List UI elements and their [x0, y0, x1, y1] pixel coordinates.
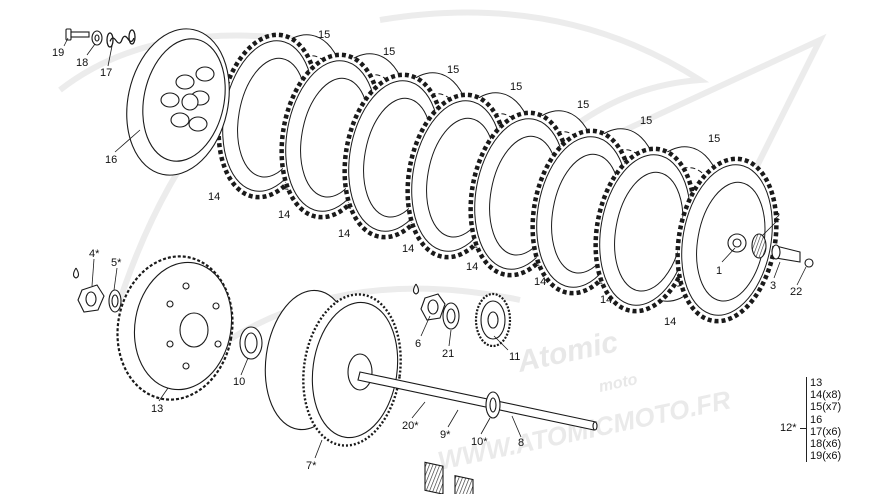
callout-15: 15 [383, 46, 395, 58]
nut-gear-6-21-11 [412, 283, 512, 348]
kit-item: 13 [810, 377, 823, 389]
callout-16: 16 [105, 154, 117, 166]
callout-4: 4* [89, 248, 100, 260]
callout-14: 14 [208, 191, 220, 203]
watermark-brand: Atomic [514, 325, 622, 379]
shaft-8 [357, 371, 598, 431]
ring-10 [239, 326, 263, 360]
kit-item: 16 [810, 413, 823, 426]
callout-9: 9* [440, 429, 451, 441]
nut-washer-4-5 [72, 267, 122, 313]
leader-lines [63, 37, 807, 459]
callout-21: 21 [442, 348, 454, 360]
callout-22: 22 [790, 286, 802, 298]
callout-14: 14 [466, 261, 478, 273]
callout-15: 15 [318, 29, 330, 41]
callout-1: 1 [716, 265, 722, 277]
callout-20: 20* [402, 420, 419, 432]
callout-11: 11 [509, 351, 520, 363]
watermark-sub: moto [597, 371, 639, 396]
callout-15: 15 [510, 81, 522, 93]
needle-bearings [424, 461, 474, 494]
callout-13: 13 [151, 403, 163, 415]
clutch-plate-stack [216, 32, 779, 324]
callout-14: 14 [338, 228, 350, 240]
callout-6: 6 [415, 338, 421, 350]
kit-list: 13 14(x8) 15(x7) 16 17(x6) 18(x6) 19(x6) [806, 377, 886, 463]
callout-labels: 19 18 17 16 1 2 3 22 4* 5* 13 10 6 21 11… [52, 47, 802, 472]
cup-18 [91, 30, 103, 46]
clutch-basket-7 [264, 289, 402, 447]
pressure-plate-16 [126, 28, 230, 176]
callout-5: 5* [111, 257, 122, 269]
callout-14: 14 [402, 243, 414, 255]
kit-item: 14(x8) [810, 389, 842, 402]
callout-15: 15 [447, 64, 459, 76]
callout-15: 15 [640, 115, 652, 127]
callout-14: 14 [534, 276, 546, 288]
kit-contents-box: 12* 13 14(x8) 15(x7) 16 17(x6) 18(x6) 19… [780, 377, 886, 463]
bolt-19 [65, 28, 90, 41]
callout-14: 14 [278, 209, 290, 221]
kit-item: 18(x6) [810, 438, 842, 451]
callout-8: 8 [518, 437, 524, 449]
push-rod-parts [727, 233, 814, 268]
kit-item: 17(x6) [810, 425, 842, 438]
plate-callouts: 14 14 14 14 14 14 14 14 15 15 15 15 15 15 15 [208, 29, 720, 328]
callout-15: 15 [577, 99, 589, 111]
callout-14: 14 [664, 316, 676, 328]
kit-bracket-tick [800, 428, 806, 429]
spring-17 [106, 29, 136, 48]
callout-10b: 10* [471, 436, 488, 448]
callout-7: 7* [306, 460, 317, 472]
callout-17: 17 [100, 67, 112, 79]
callout-18: 18 [76, 57, 88, 69]
callout-10: 10 [233, 376, 245, 388]
kit-item: 19(x6) [810, 450, 842, 463]
kit-item: 15(x7) [810, 401, 842, 414]
callout-15: 15 [708, 133, 720, 145]
washer-10b [485, 391, 501, 419]
callout-2: 2 [774, 211, 780, 223]
kit-label: 12* [780, 422, 797, 434]
callout-14: 14 [600, 294, 612, 306]
callout-19: 19 [52, 47, 64, 59]
callout-3: 3 [770, 280, 776, 292]
inner-hub-13 [116, 255, 234, 401]
